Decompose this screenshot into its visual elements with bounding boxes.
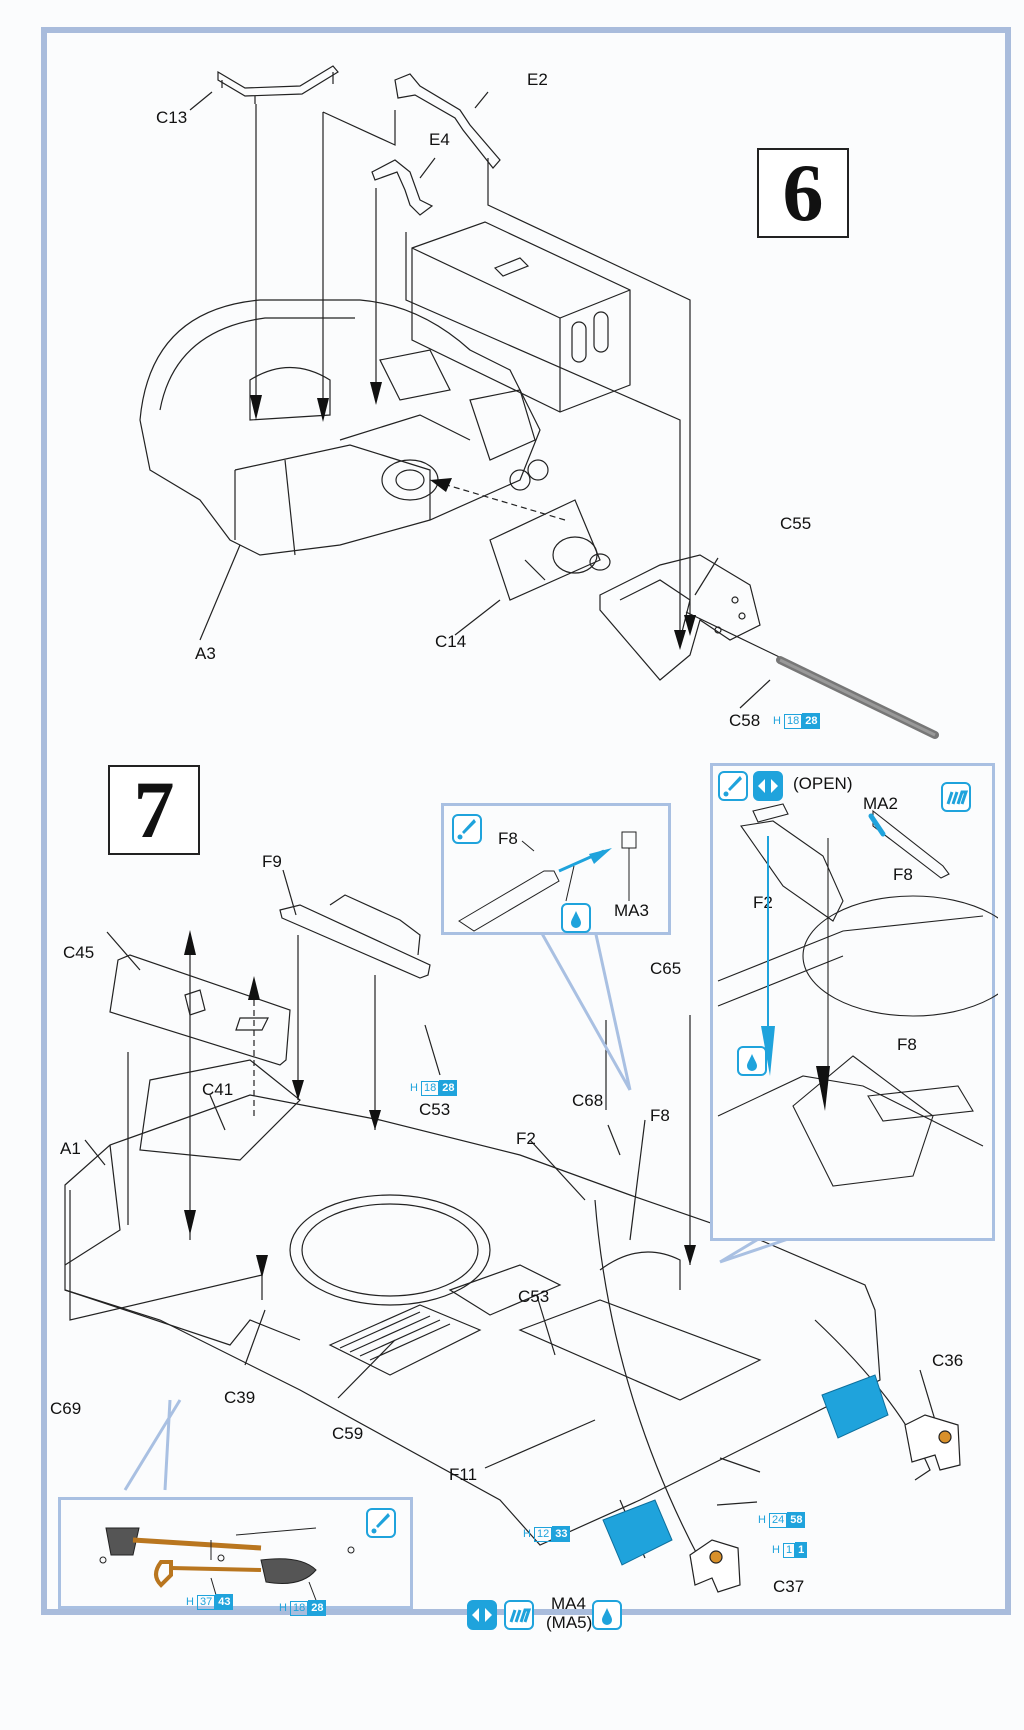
part-label-ma4: MA4 <box>551 1594 586 1613</box>
paint-code-c53: H 18 28 <box>410 1080 458 1096</box>
tools-drawing <box>99 1527 355 1609</box>
part-label-a1: A1 <box>60 1139 81 1158</box>
e4-part-drawing <box>371 159 434 216</box>
bend-icon <box>467 1600 497 1630</box>
part-label-a3: A3 <box>195 644 216 663</box>
paint-code-c58: H 18 28 <box>773 713 821 729</box>
part-label-c65: C65 <box>650 959 682 978</box>
step-7-number: 7 <box>108 764 200 855</box>
file-icon <box>504 1600 534 1630</box>
glue-icon <box>592 1600 622 1630</box>
glue-icon <box>561 903 591 933</box>
part-label-e2: E2 <box>527 70 548 89</box>
part-label-f8: F8 <box>650 1106 670 1125</box>
part-label-c37: C37 <box>773 1577 805 1596</box>
glue-icon <box>737 1046 767 1076</box>
paint-icon <box>366 1508 396 1538</box>
part-label-f2: F2 <box>516 1129 536 1148</box>
file-icon <box>941 782 971 812</box>
turret-a3-drawing <box>139 299 549 556</box>
stowage-box-drawing <box>411 221 631 413</box>
part-label-ma2: MA2 <box>863 794 898 813</box>
paint-code-handle: H 37 43 <box>186 1594 234 1610</box>
c55-part-drawing <box>599 554 761 681</box>
part-label-c13: C13 <box>156 108 188 127</box>
part-label-f8-inset: F8 <box>498 829 518 848</box>
inset-ma3-detail: F8 MA3 <box>441 803 671 935</box>
part-label-f8-inset-top: F8 <box>893 865 913 884</box>
c36-part-drawing <box>904 1414 961 1471</box>
part-label-c69: C69 <box>50 1399 82 1418</box>
part-label-c55: C55 <box>780 514 812 533</box>
paint-code-c37-b: H 1 1 <box>772 1542 808 1558</box>
paint-icon <box>452 814 482 844</box>
e2-part-drawing <box>394 73 501 169</box>
paint-code-blade: H 18 28 <box>279 1600 327 1616</box>
part-label-c53-top: C53 <box>419 1100 451 1119</box>
bend-icon <box>753 771 783 801</box>
step-6-number: 6 <box>757 147 849 238</box>
part-label-c14: C14 <box>435 632 467 651</box>
c14-part-drawing <box>489 499 611 601</box>
part-label-c68: C68 <box>572 1091 604 1110</box>
part-label-c41: C41 <box>202 1080 234 1099</box>
part-label-ma3: MA3 <box>614 901 649 920</box>
c37-part-drawing <box>689 1539 741 1593</box>
part-label-c59: C59 <box>332 1424 364 1443</box>
part-label-c39: C39 <box>224 1388 256 1407</box>
part-label-e4: E4 <box>429 130 450 149</box>
inset-ma2-detail: (OPEN) MA2 F2 F8 F8 <box>710 763 998 1241</box>
part-label-c45: C45 <box>63 943 95 962</box>
c13-part-drawing <box>217 65 339 104</box>
inset-tools-detail: H 37 43 H 18 28 <box>58 1497 413 1616</box>
part-label-f8-inset-bottom: F8 <box>897 1035 917 1054</box>
part-label-c58: C58 <box>729 711 761 730</box>
ma4-stowage-bin <box>602 1374 889 1566</box>
part-label-c36: C36 <box>932 1351 964 1370</box>
part-label-f11: F11 <box>449 1465 478 1484</box>
c45-part-drawing <box>109 954 291 1066</box>
paint-icon <box>718 771 748 801</box>
paint-code-ma4: H 12 33 <box>523 1526 571 1542</box>
f8-ma3-drawing <box>458 831 637 932</box>
paint-code-c37-a: H 24 58 <box>758 1512 806 1528</box>
open-note: (OPEN) <box>793 774 853 793</box>
part-label-f9: F9 <box>262 852 282 871</box>
ma2-detail-drawing <box>717 803 998 1187</box>
f9-part-drawing <box>279 894 431 979</box>
hull-a1-drawing <box>64 1059 881 1546</box>
c58-barrel-drawing <box>776 656 939 739</box>
part-label-ma5: (MA5) <box>546 1613 593 1632</box>
part-label-c53-bottom: C53 <box>518 1287 550 1306</box>
